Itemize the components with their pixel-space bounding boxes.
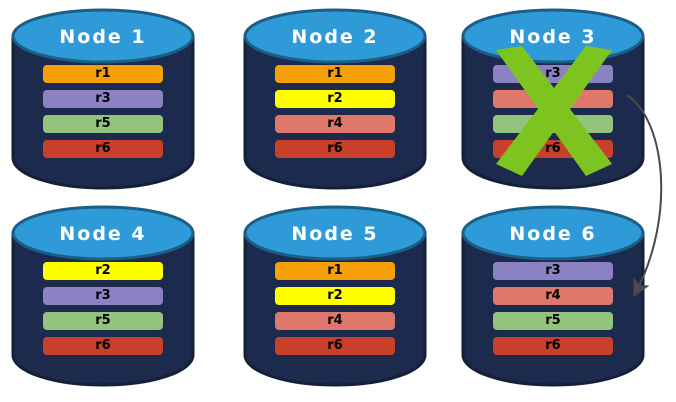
replica-bar[interactable]: r1 (275, 65, 395, 83)
replica-bar[interactable]: r6 (275, 140, 395, 158)
replica-bar[interactable]: r5 (493, 312, 613, 330)
replica-bar[interactable]: r2 (275, 90, 395, 108)
replica-list: r3 r4 r5 r6 (493, 262, 613, 355)
replica-bar[interactable]: r3 (493, 262, 613, 280)
replica-bar[interactable]: r1 (43, 65, 163, 83)
replica-bar[interactable]: r2 (43, 262, 163, 280)
replica-bar[interactable]: r4 (275, 115, 395, 133)
replica-bar[interactable]: r4 (493, 90, 613, 108)
replica-list: r1 r2 r4 r6 (275, 262, 395, 355)
replica-bar[interactable]: r5 (43, 115, 163, 133)
replica-bar[interactable]: r6 (275, 337, 395, 355)
node-4[interactable]: Node 4 r2 r3 r5 r6 (10, 205, 196, 387)
replica-bar[interactable]: r3 (43, 287, 163, 305)
node-3[interactable]: Node 3 r3 r4 r5 r6 (460, 8, 646, 190)
node-1[interactable]: Node 1 r1 r3 r5 r6 (10, 8, 196, 190)
replica-list: r1 r3 r5 r6 (43, 65, 163, 158)
replica-bar[interactable]: r6 (493, 337, 613, 355)
replica-bar[interactable]: r5 (493, 115, 613, 133)
replica-bar[interactable]: r1 (275, 262, 395, 280)
replica-bar[interactable]: r3 (43, 90, 163, 108)
replica-list: r3 r4 r5 r6 (493, 65, 613, 158)
replica-bar[interactable]: r2 (275, 287, 395, 305)
node-2[interactable]: Node 2 r1 r2 r4 r6 (242, 8, 428, 190)
replica-list: r2 r3 r5 r6 (43, 262, 163, 355)
replica-bar[interactable]: r6 (43, 337, 163, 355)
replica-bar[interactable]: r5 (43, 312, 163, 330)
node-5[interactable]: Node 5 r1 r2 r4 r6 (242, 205, 428, 387)
replica-list: r1 r2 r4 r6 (275, 65, 395, 158)
replica-bar[interactable]: r4 (275, 312, 395, 330)
replica-bar[interactable]: r6 (493, 140, 613, 158)
replica-bar[interactable]: r6 (43, 140, 163, 158)
replica-bar[interactable]: r4 (493, 287, 613, 305)
node-6[interactable]: Node 6 r3 r4 r5 r6 (460, 205, 646, 387)
replica-bar[interactable]: r3 (493, 65, 613, 83)
